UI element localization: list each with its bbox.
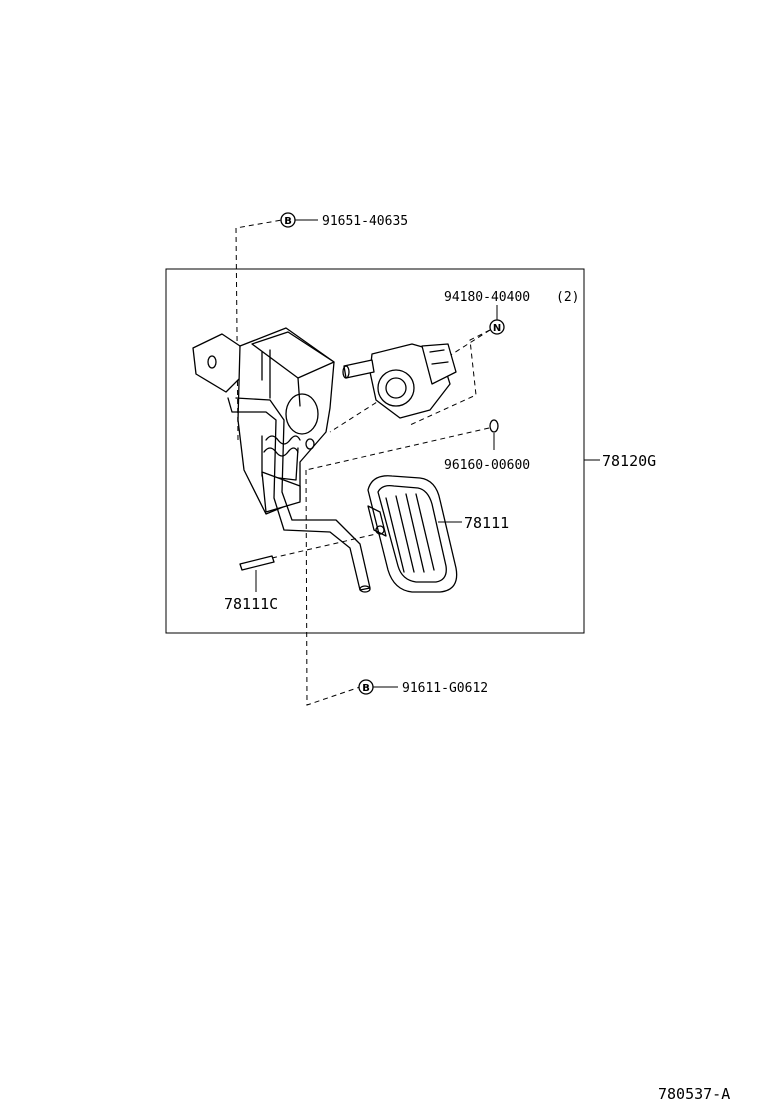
nut-marker [489, 319, 505, 335]
bolt-top-marker-letter: B [284, 216, 292, 227]
washer-icon [489, 419, 499, 433]
washer-callout: 96160-00600 [305, 419, 530, 473]
pedal-pad-drawing [367, 475, 458, 593]
nut-part-number: 94180-40400 [444, 290, 530, 305]
bolt-bottom-callout: B 91611-G0612 [305, 469, 488, 706]
pad-part-number: 78111 [464, 514, 509, 532]
bolt-top-part-number: 91651-40635 [322, 214, 408, 229]
assembly-frame [165, 268, 585, 634]
throttle-sensor-drawing [342, 343, 457, 419]
washer-part-number: 96160-00600 [444, 458, 530, 473]
pin-part-number: 78111C [224, 595, 278, 613]
bolt-bottom-marker-letter: B [362, 683, 370, 694]
nut-callout: 94180-40400 (2) N [329, 290, 579, 433]
pedal-bracket-drawing [192, 327, 371, 593]
bolt-bottom-part-number: 91611-G0612 [402, 681, 488, 696]
figure-id: 780537-A [658, 1085, 730, 1103]
bolt-top-callout: B 91651-40635 [235, 212, 408, 441]
nut-quantity: (2) [556, 290, 579, 305]
pin-drawing [239, 533, 377, 592]
nut-marker-letter: N [493, 323, 501, 334]
assembly-part-number: 78120G [602, 452, 656, 470]
